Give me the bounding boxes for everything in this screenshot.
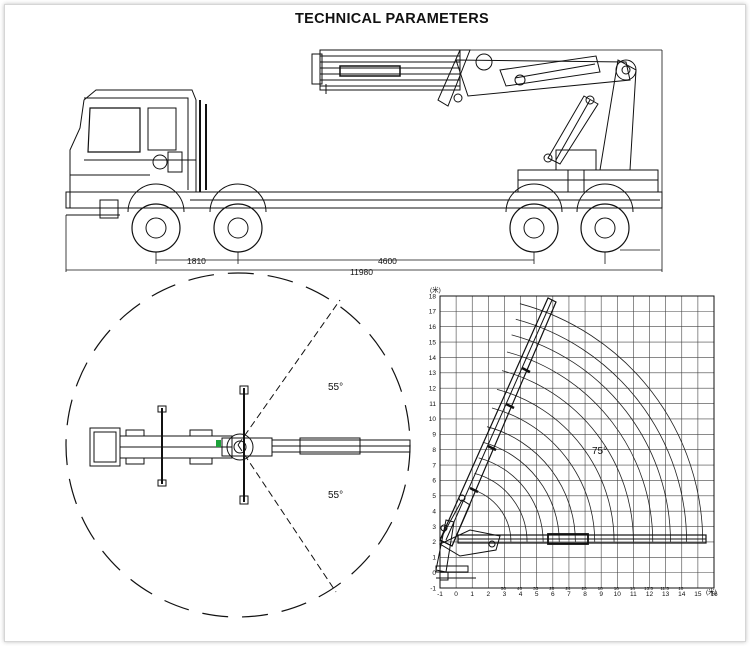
capacity-label: 18: [598, 586, 604, 591]
y-axis-unit: (米): [430, 285, 441, 294]
page-title: TECHNICAL PARAMETERS: [295, 11, 489, 27]
y-tick-label: 9: [432, 432, 436, 439]
dim-wheelbase: 4600: [378, 256, 397, 266]
x-tick-label: 11: [630, 591, 637, 598]
drawing-frame: [4, 4, 746, 642]
y-tick-label: 7: [432, 462, 436, 469]
capacity-label: 16: [614, 586, 620, 591]
working-radius-arc: [491, 407, 596, 542]
x-tick-label: 15: [694, 591, 702, 598]
x-tick-label: 12: [646, 591, 654, 598]
working-radius-arcs: [470, 303, 704, 542]
y-tick-label: 16: [429, 324, 437, 331]
x-tick-label: 8: [583, 591, 587, 598]
y-tick-label: 2: [432, 539, 436, 546]
working-radius-arc: [474, 473, 528, 542]
x-tick-label: 9: [599, 591, 603, 598]
x-tick-label: -1: [437, 591, 443, 598]
x-tick-label: 4: [519, 591, 523, 598]
capacity-label: 11.5: [660, 586, 669, 591]
y-tick-label: 12: [429, 386, 437, 393]
boom-drawing: [435, 297, 707, 581]
x-tick-label: 16: [710, 591, 718, 598]
y-tick-label: 13: [429, 370, 437, 377]
y-tick-label: 4: [432, 508, 436, 515]
x-tick-label: 7: [567, 591, 571, 598]
x-tick-label: 5: [535, 591, 539, 598]
dim-front-axle: 1810: [187, 256, 206, 266]
x-tick-label: 1: [470, 591, 474, 598]
working-radius-arc: [506, 351, 654, 542]
slew-angle-upper: 55°: [328, 382, 343, 393]
y-tick-label: 10: [429, 416, 437, 423]
capacity-label: 20: [581, 586, 587, 591]
working-radius-arc: [486, 426, 576, 542]
x-tick-label: 2: [487, 591, 491, 598]
x-tick-label: 6: [551, 591, 555, 598]
working-radius-arc: [515, 318, 687, 542]
x-tick-label: 13: [662, 591, 670, 598]
working-radius-arc: [478, 457, 544, 542]
x-tick-label: 3: [503, 591, 507, 598]
working-radius-arc: [482, 441, 560, 542]
y-tick-label: 0: [432, 570, 436, 577]
y-tick-label: 6: [432, 478, 436, 485]
capacity-label: 13.5: [644, 586, 653, 591]
y-tick-label: 17: [429, 309, 437, 316]
boom-angle-label: 75°: [592, 446, 607, 457]
y-tick-label: 3: [432, 524, 436, 531]
dim-overall-length: 11980: [350, 267, 373, 277]
capacity-label: 24: [565, 586, 571, 591]
y-tick-label: 15: [429, 339, 437, 346]
working-radius-arc: [511, 334, 671, 542]
y-tick-label: 11: [429, 401, 436, 408]
capacity-label: 14: [630, 586, 636, 591]
y-tick-label: 1: [432, 555, 436, 562]
capacity-label: 40: [517, 586, 523, 591]
capacity-label: 28: [549, 586, 555, 591]
capacity-label: 10: [678, 586, 684, 591]
y-tick-label: 18: [429, 293, 437, 300]
y-tick-label: 5: [432, 493, 436, 500]
working-radius-arc: [501, 370, 634, 542]
y-tick-label: -1: [430, 585, 436, 592]
y-tick-label: 8: [432, 447, 436, 454]
working-radius-arc: [519, 303, 704, 542]
x-axis-unit: (米): [706, 587, 717, 596]
working-radius-arc: [496, 388, 615, 542]
x-tick-label: 14: [678, 591, 686, 598]
x-tick-label: 10: [614, 591, 622, 598]
capacity-label: 50: [501, 586, 507, 591]
y-tick-label: 14: [429, 355, 437, 362]
capacity-labels: 50 40 33 28 24 20 18 16 14 13.5 11.5 10: [501, 586, 684, 591]
slew-angle-lower: 55°: [328, 490, 343, 501]
capacity-label: 33: [533, 586, 539, 591]
x-tick-label: 0: [454, 591, 458, 598]
